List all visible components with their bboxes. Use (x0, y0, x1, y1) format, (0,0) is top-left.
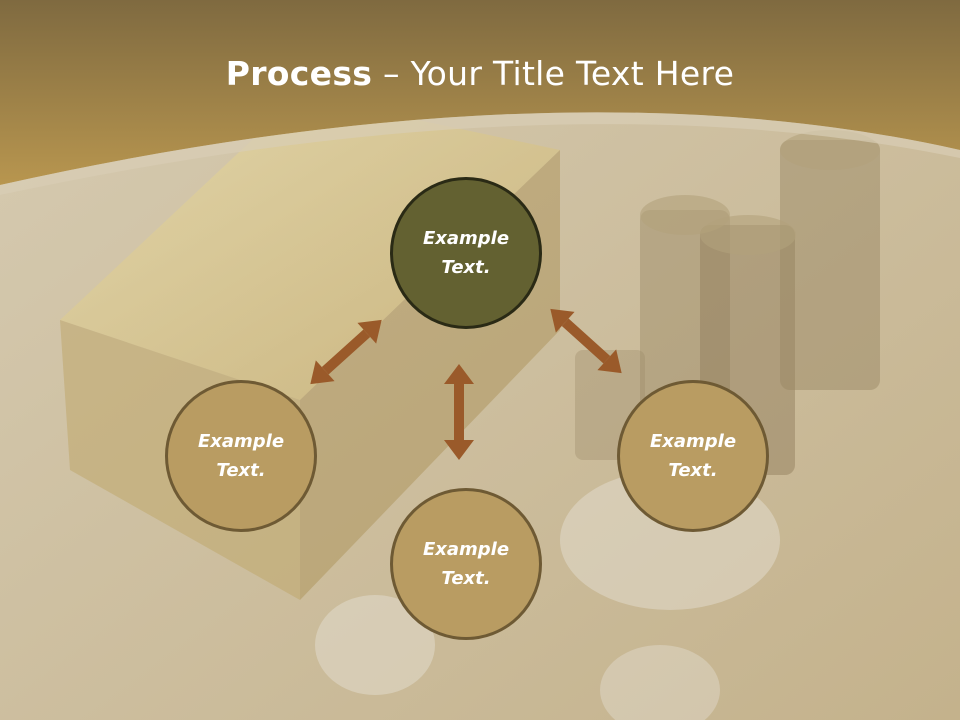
center-node-line1: Example (422, 228, 510, 249)
bottom-node-line1: Example (422, 539, 510, 560)
left-node-line1: Example (197, 431, 285, 452)
right-node-line1: Example (649, 431, 737, 452)
double-arrow-left (310, 319, 382, 385)
left-node-line2: Text. (216, 460, 266, 481)
title-rest: – Your Title Text Here (372, 54, 735, 93)
double-arrow-vertical (444, 364, 474, 460)
center-node-line2: Text. (441, 257, 491, 278)
bottom-node-line2: Text. (441, 568, 491, 589)
title-bold: Process (225, 54, 373, 93)
left-node[interactable]: Example Text. (165, 380, 317, 532)
bottom-node[interactable]: Example Text. (390, 488, 542, 640)
right-node-line2: Text. (668, 460, 718, 481)
double-arrow-right (550, 308, 622, 374)
slide-title: Process – Your Title Text Here (0, 54, 960, 93)
center-node[interactable]: Example Text. (390, 177, 542, 329)
right-node[interactable]: Example Text. (617, 380, 769, 532)
